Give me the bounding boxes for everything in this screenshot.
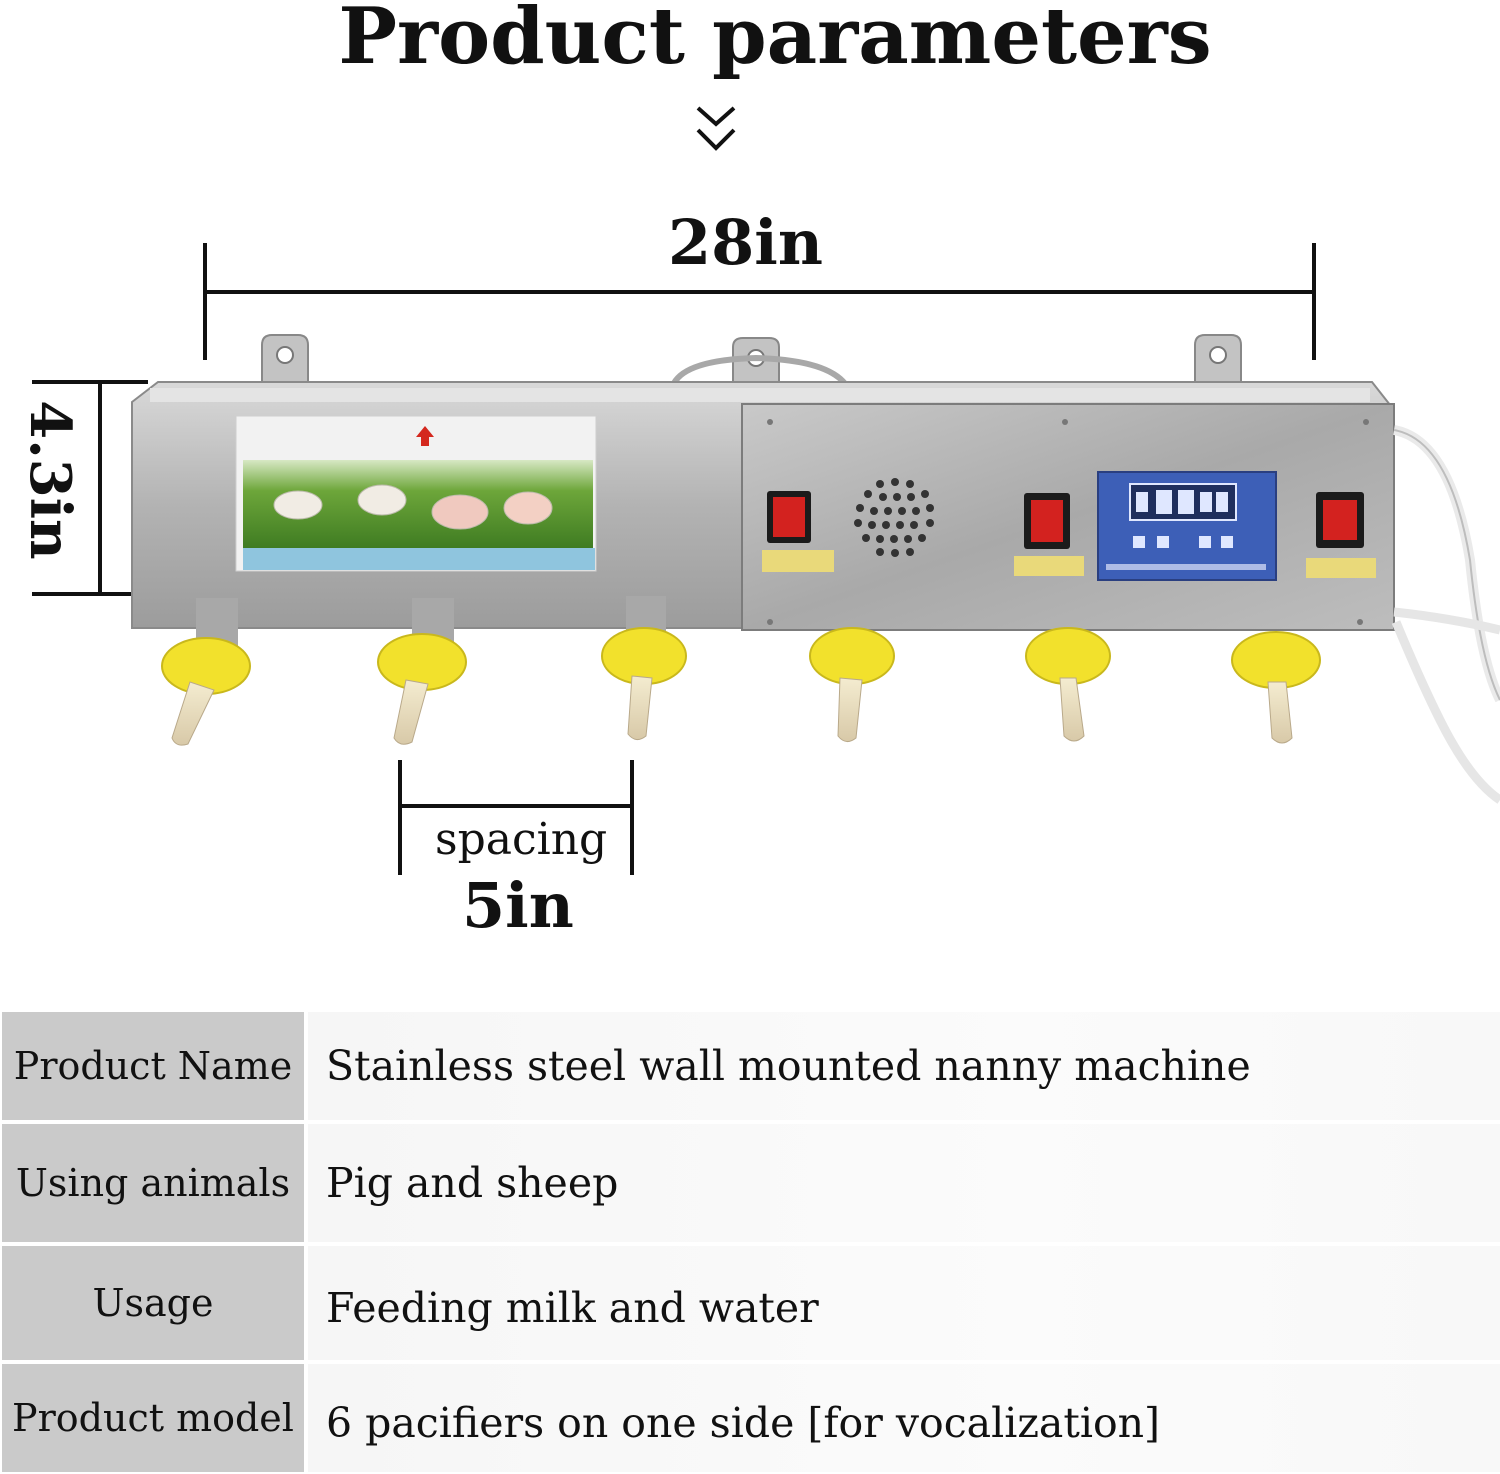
param-row-product-name: Product Name Stainless steel wall mounte…	[0, 1012, 1500, 1120]
length-dimension-line	[203, 243, 1316, 360]
height-dimension-line	[32, 380, 148, 596]
param-value: Pig and sheep	[308, 1124, 1500, 1242]
param-label: Usage	[2, 1246, 304, 1360]
nipple-icon	[161, 596, 1321, 746]
speaker-grille-icon	[854, 478, 934, 557]
param-row-using-animals: Using animals Pig and sheep	[0, 1124, 1500, 1242]
chevron-down-double-icon	[696, 106, 736, 151]
spacing-dimension-line	[398, 760, 634, 875]
length-label: 28in	[668, 206, 823, 279]
param-value: 6 pacifiers on one side [for vocalizatio…	[308, 1364, 1500, 1472]
param-row-usage: Usage Feeding milk and water	[0, 1246, 1500, 1360]
param-value: Feeding milk and water	[308, 1246, 1500, 1360]
param-row-product-model: Product model 6 pacifiers on one side [f…	[0, 1364, 1500, 1472]
animals-picture	[273, 484, 553, 530]
param-value: Stainless steel wall mounted nanny machi…	[308, 1012, 1500, 1120]
rocker-switch-icon	[767, 491, 1364, 549]
up-arrow-icon	[416, 426, 434, 446]
spacing-value: 5in	[462, 869, 574, 942]
param-label: Product model	[2, 1364, 304, 1472]
product-illustration	[32, 243, 1500, 875]
param-label: Product Name	[2, 1012, 304, 1120]
page-title: Product parameters	[338, 0, 1212, 82]
height-label: 4.3in	[17, 400, 83, 560]
spacing-label: spacing	[435, 814, 608, 865]
digital-controller-icon	[1097, 471, 1277, 581]
param-label: Using animals	[2, 1124, 304, 1242]
